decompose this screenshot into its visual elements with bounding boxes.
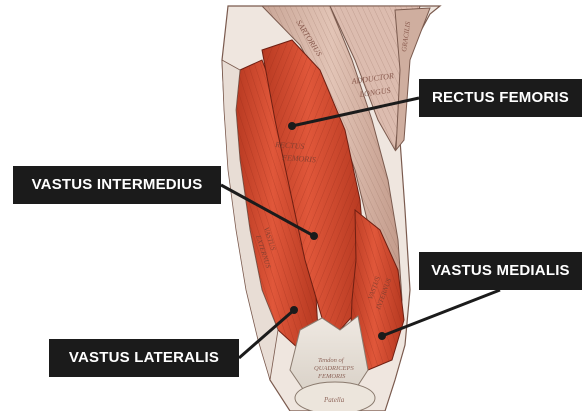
rectus-femoris-label: RECTUS FEMORIS xyxy=(419,79,582,117)
engraving-tendon-1: Tendon of xyxy=(318,357,345,364)
leader-dot-rectus-femoris xyxy=(288,122,296,130)
engraving-tendon-2: QUADRICEPS xyxy=(314,365,354,372)
leader-dot-vastus-intermedius xyxy=(310,232,318,240)
engraving-tendon-3: FEMORIS xyxy=(317,373,346,380)
engraving-patella: Patella xyxy=(323,396,345,404)
vastus-lateralis-label: VASTUS LATERALIS xyxy=(49,339,239,377)
vastus-medialis-label: VASTUS MEDIALIS xyxy=(419,252,582,290)
leader-dot-vastus-lateralis xyxy=(290,306,298,314)
leader-dot-vastus-medialis xyxy=(378,332,386,340)
vastus-intermedius-label: VASTUS INTERMEDIUS xyxy=(13,166,221,204)
